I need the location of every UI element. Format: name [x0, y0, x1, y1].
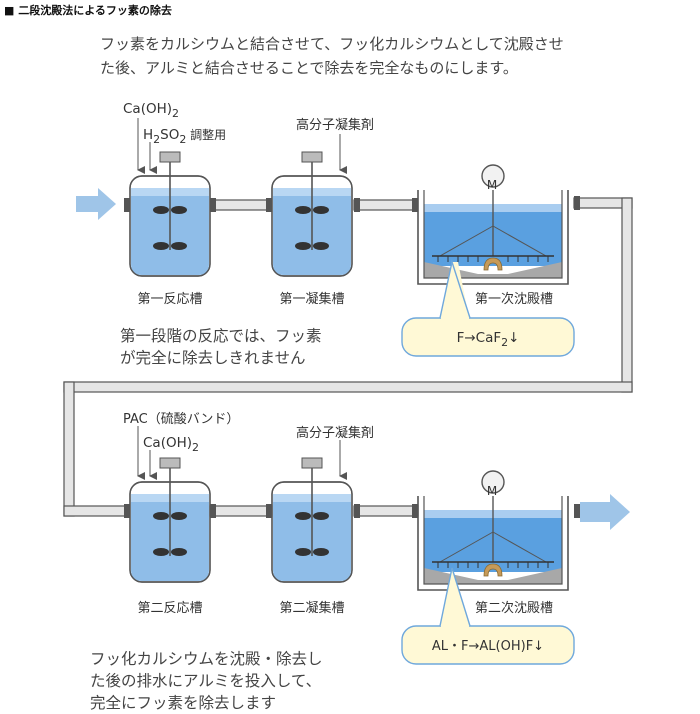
reaction-callout-2: AL・F→AL(OH)F↓ [401, 567, 575, 665]
tank2-label-stage1: 第一凝集槽 [279, 291, 344, 307]
settler-label-stage1: 第一次沈殿槽 [475, 291, 553, 307]
settler-label-stage2: 第二次沈殿槽 [475, 600, 553, 616]
intro-text: フッ素をカルシウムと結合させて、フッ化カルシウムとして沈殿させ た後、アルミと結… [100, 32, 660, 80]
reactor-tank-1 [129, 151, 211, 277]
pipe-stage1 [63, 197, 633, 517]
tank2-label-stage2: 第二凝集槽 [279, 600, 344, 616]
chem-pac-label: PAC（硫酸バンド） [123, 412, 239, 427]
stage1-note: 第一段階の反応では、フッ素 が完全に除去しきれません [120, 325, 380, 369]
chem-caoh2-label-2: Ca(OH)2 [143, 435, 199, 454]
stage2-note-line-2: た後の排水にアルミを投入して、 [90, 672, 322, 690]
reaction-formula-2: AL・F→AL(OH)F↓ [432, 639, 544, 654]
intro-line-1: フッ素をカルシウムと結合させて、フッ化カルシウムとして沈殿させ [100, 35, 564, 53]
reactor-tank-2 [129, 457, 211, 583]
stage1-note-line-2: が完全に除去しきれません [120, 349, 306, 367]
motor-label-2: M [487, 484, 497, 498]
flocculation-tank-1 [271, 151, 353, 277]
intro-line-2: た後、アルミと結合させることで除去を完全なものにします。 [100, 59, 518, 77]
flocculant-label-1: 高分子凝集剤 [296, 117, 374, 133]
stage2-note-line-1: フッ化カルシウムを沈殿・除去し [90, 650, 323, 668]
reaction-formula-1: F→CaF2↓ [457, 330, 520, 349]
flocculant-label-2: 高分子凝集剤 [296, 425, 374, 441]
stage2-note: フッ化カルシウムを沈殿・除去し た後の排水にアルミを投入して、 完全にフッ素を除… [90, 648, 390, 714]
reaction-callout-1: F→CaF2↓ [401, 259, 575, 357]
stage1-note-line-1: 第一段階の反応では、フッ素 [120, 327, 322, 345]
chem-h2so2-label: H2SO2 調整用 [143, 127, 226, 146]
page-title: ■ 二段沈殿法によるフッ素の除去 [4, 4, 172, 17]
stage2-note-line-3: 完全にフッ素を除去します [90, 694, 277, 712]
outflow-arrow [580, 494, 630, 530]
flocculation-tank-2 [271, 457, 353, 583]
tank1-label-stage2: 第二反応槽 [137, 601, 202, 616]
motor-label-1: M [487, 178, 497, 192]
chem-caoh2-label-1: Ca(OH)2 [123, 101, 179, 120]
tank1-label-stage1: 第一反応槽 [137, 292, 202, 307]
pipe-flanges-stage2 [210, 504, 418, 518]
inflow-arrow [76, 188, 116, 220]
